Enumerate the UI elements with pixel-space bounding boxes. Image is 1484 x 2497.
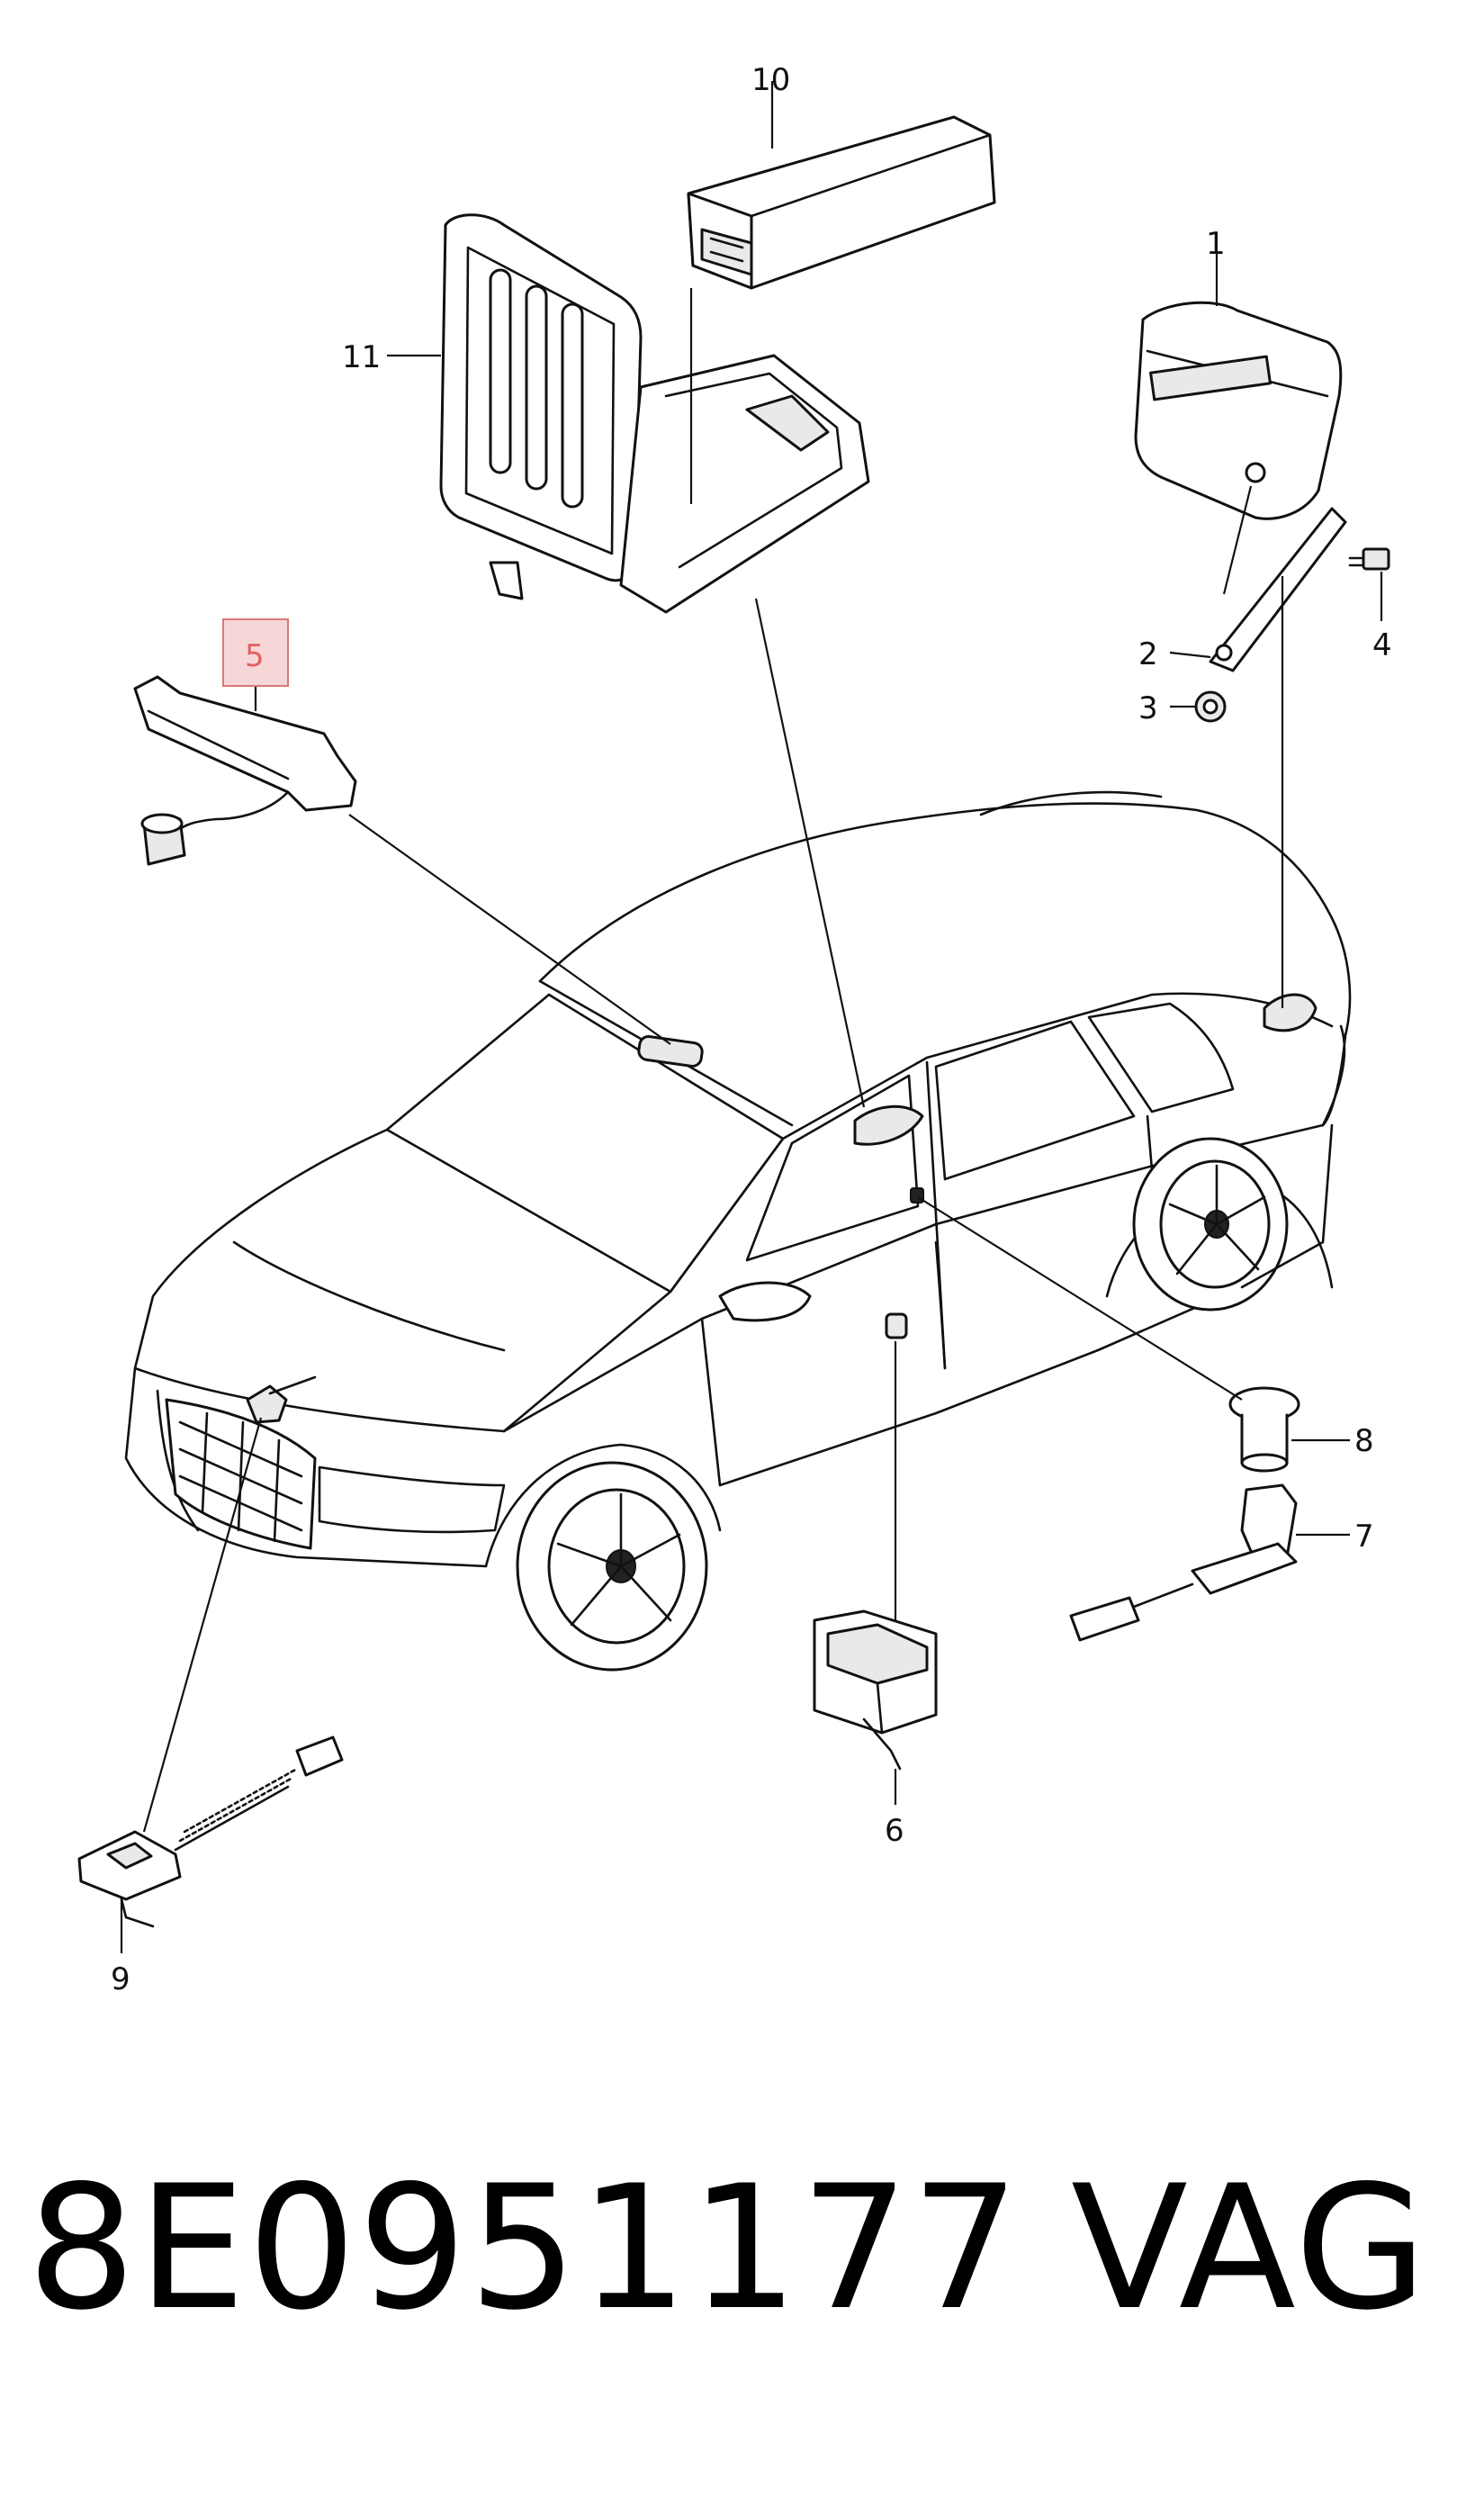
part-number: 8E0951177	[27, 2149, 1022, 2348]
part-1-sensor	[1134, 301, 1343, 520]
callout-5: 5	[245, 638, 265, 674]
brand-label: VAG	[1071, 2149, 1429, 2348]
callout-4: 4	[1372, 627, 1392, 663]
callout-1: 1	[1206, 226, 1226, 262]
callout-7: 7	[1354, 1519, 1374, 1555]
callout-3: 3	[1138, 690, 1158, 726]
callout-8: 8	[1354, 1423, 1374, 1459]
part-5-sensor	[133, 675, 357, 866]
callout-11: 11	[342, 339, 381, 375]
callouts: 10 11 1 2 3 4 5 6 7 8 9	[111, 62, 1392, 1997]
part-8-grommet	[1228, 1386, 1300, 1473]
footer: 8E0951177 VAG	[0, 2147, 1484, 2381]
callout-9: 9	[111, 1961, 130, 1997]
part-9-hood-sensor	[77, 1735, 344, 1928]
part-2-bracket-arm	[1209, 507, 1347, 672]
car-illustration	[124, 790, 1352, 1672]
part-7-switch	[1069, 1483, 1298, 1642]
callout-10: 10	[751, 62, 790, 98]
part-10-control-unit	[687, 115, 996, 290]
leader-lines	[120, 81, 1383, 1953]
callout-2: 2	[1138, 636, 1158, 672]
highlight-box	[222, 618, 289, 687]
part-6-switch	[813, 1609, 938, 1771]
callout-6: 6	[885, 1813, 904, 1849]
part-3-nut	[1194, 690, 1227, 723]
part-11-bracket	[439, 213, 870, 614]
part-4-bolt	[1348, 547, 1390, 571]
